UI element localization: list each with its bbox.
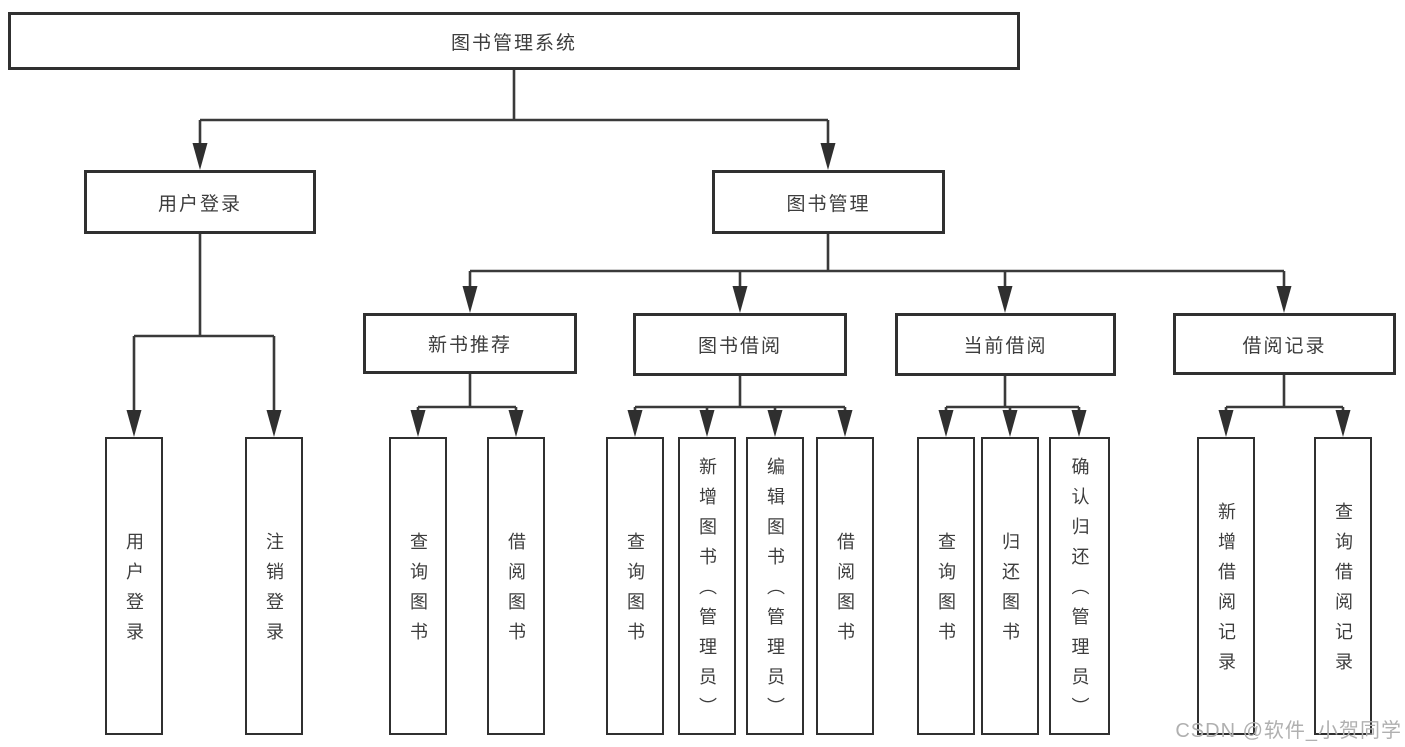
node-label: 图书管理 xyxy=(786,193,871,215)
leaf-query-books-recommend: 查询图书 xyxy=(389,437,447,735)
leaf-add-book-admin: 新增图书（管理员） xyxy=(678,437,736,735)
leaf-add-borrow-record: 新增借阅记录 xyxy=(1197,437,1255,735)
node-label: 新书推荐 xyxy=(427,335,512,356)
node-borrow-records: 借阅记录 xyxy=(1173,313,1396,375)
node-label: 新增图书（管理员） xyxy=(697,457,717,727)
leaf-confirm-return-admin: 确认归还（管理员） xyxy=(1049,437,1110,735)
node-book-management: 图书管理 xyxy=(712,170,945,234)
node-label: 编辑图书（管理员） xyxy=(765,457,785,727)
node-label: 用户登录 xyxy=(124,532,144,652)
node-label: 借阅图书 xyxy=(835,532,855,652)
node-label: 归还图书 xyxy=(1000,532,1020,652)
node-new-book-recommend: 新书推荐 xyxy=(363,313,577,374)
node-label: 借阅记录 xyxy=(1242,335,1327,357)
node-label: 查询借阅记录 xyxy=(1333,502,1353,682)
node-label: 图书借阅 xyxy=(697,336,782,357)
node-library-management-system: 图书管理系统 xyxy=(8,12,1020,70)
node-book-borrow: 图书借阅 xyxy=(633,313,847,376)
leaf-borrow-books-recommend: 借阅图书 xyxy=(487,437,545,735)
node-label: 查询图书 xyxy=(936,532,956,652)
node-user-login: 用户登录 xyxy=(84,170,316,234)
node-label: 查询图书 xyxy=(408,532,428,652)
leaf-borrow-books: 借阅图书 xyxy=(816,437,874,735)
leaf-edit-book-admin: 编辑图书（管理员） xyxy=(746,437,804,735)
node-label: 新增借阅记录 xyxy=(1216,502,1236,682)
node-label: 当前借阅 xyxy=(963,336,1048,357)
node-current-borrow: 当前借阅 xyxy=(895,313,1116,376)
node-label: 用户登录 xyxy=(157,193,242,215)
leaf-query-books-current: 查询图书 xyxy=(917,437,975,735)
node-label: 注销登录 xyxy=(264,532,284,652)
leaf-logout: 注销登录 xyxy=(245,437,303,735)
leaf-query-books-borrow: 查询图书 xyxy=(606,437,664,735)
node-label: 确认归还（管理员） xyxy=(1069,457,1090,727)
leaf-query-borrow-record: 查询借阅记录 xyxy=(1314,437,1372,735)
node-label: 查询图书 xyxy=(625,532,645,652)
leaf-user-login: 用户登录 xyxy=(105,437,163,735)
node-label: 图书管理系统 xyxy=(450,32,577,54)
leaf-return-books: 归还图书 xyxy=(981,437,1039,735)
node-label: 借阅图书 xyxy=(506,532,526,652)
csdn-watermark: CSDN @软件_小贺同学 xyxy=(1175,720,1402,742)
